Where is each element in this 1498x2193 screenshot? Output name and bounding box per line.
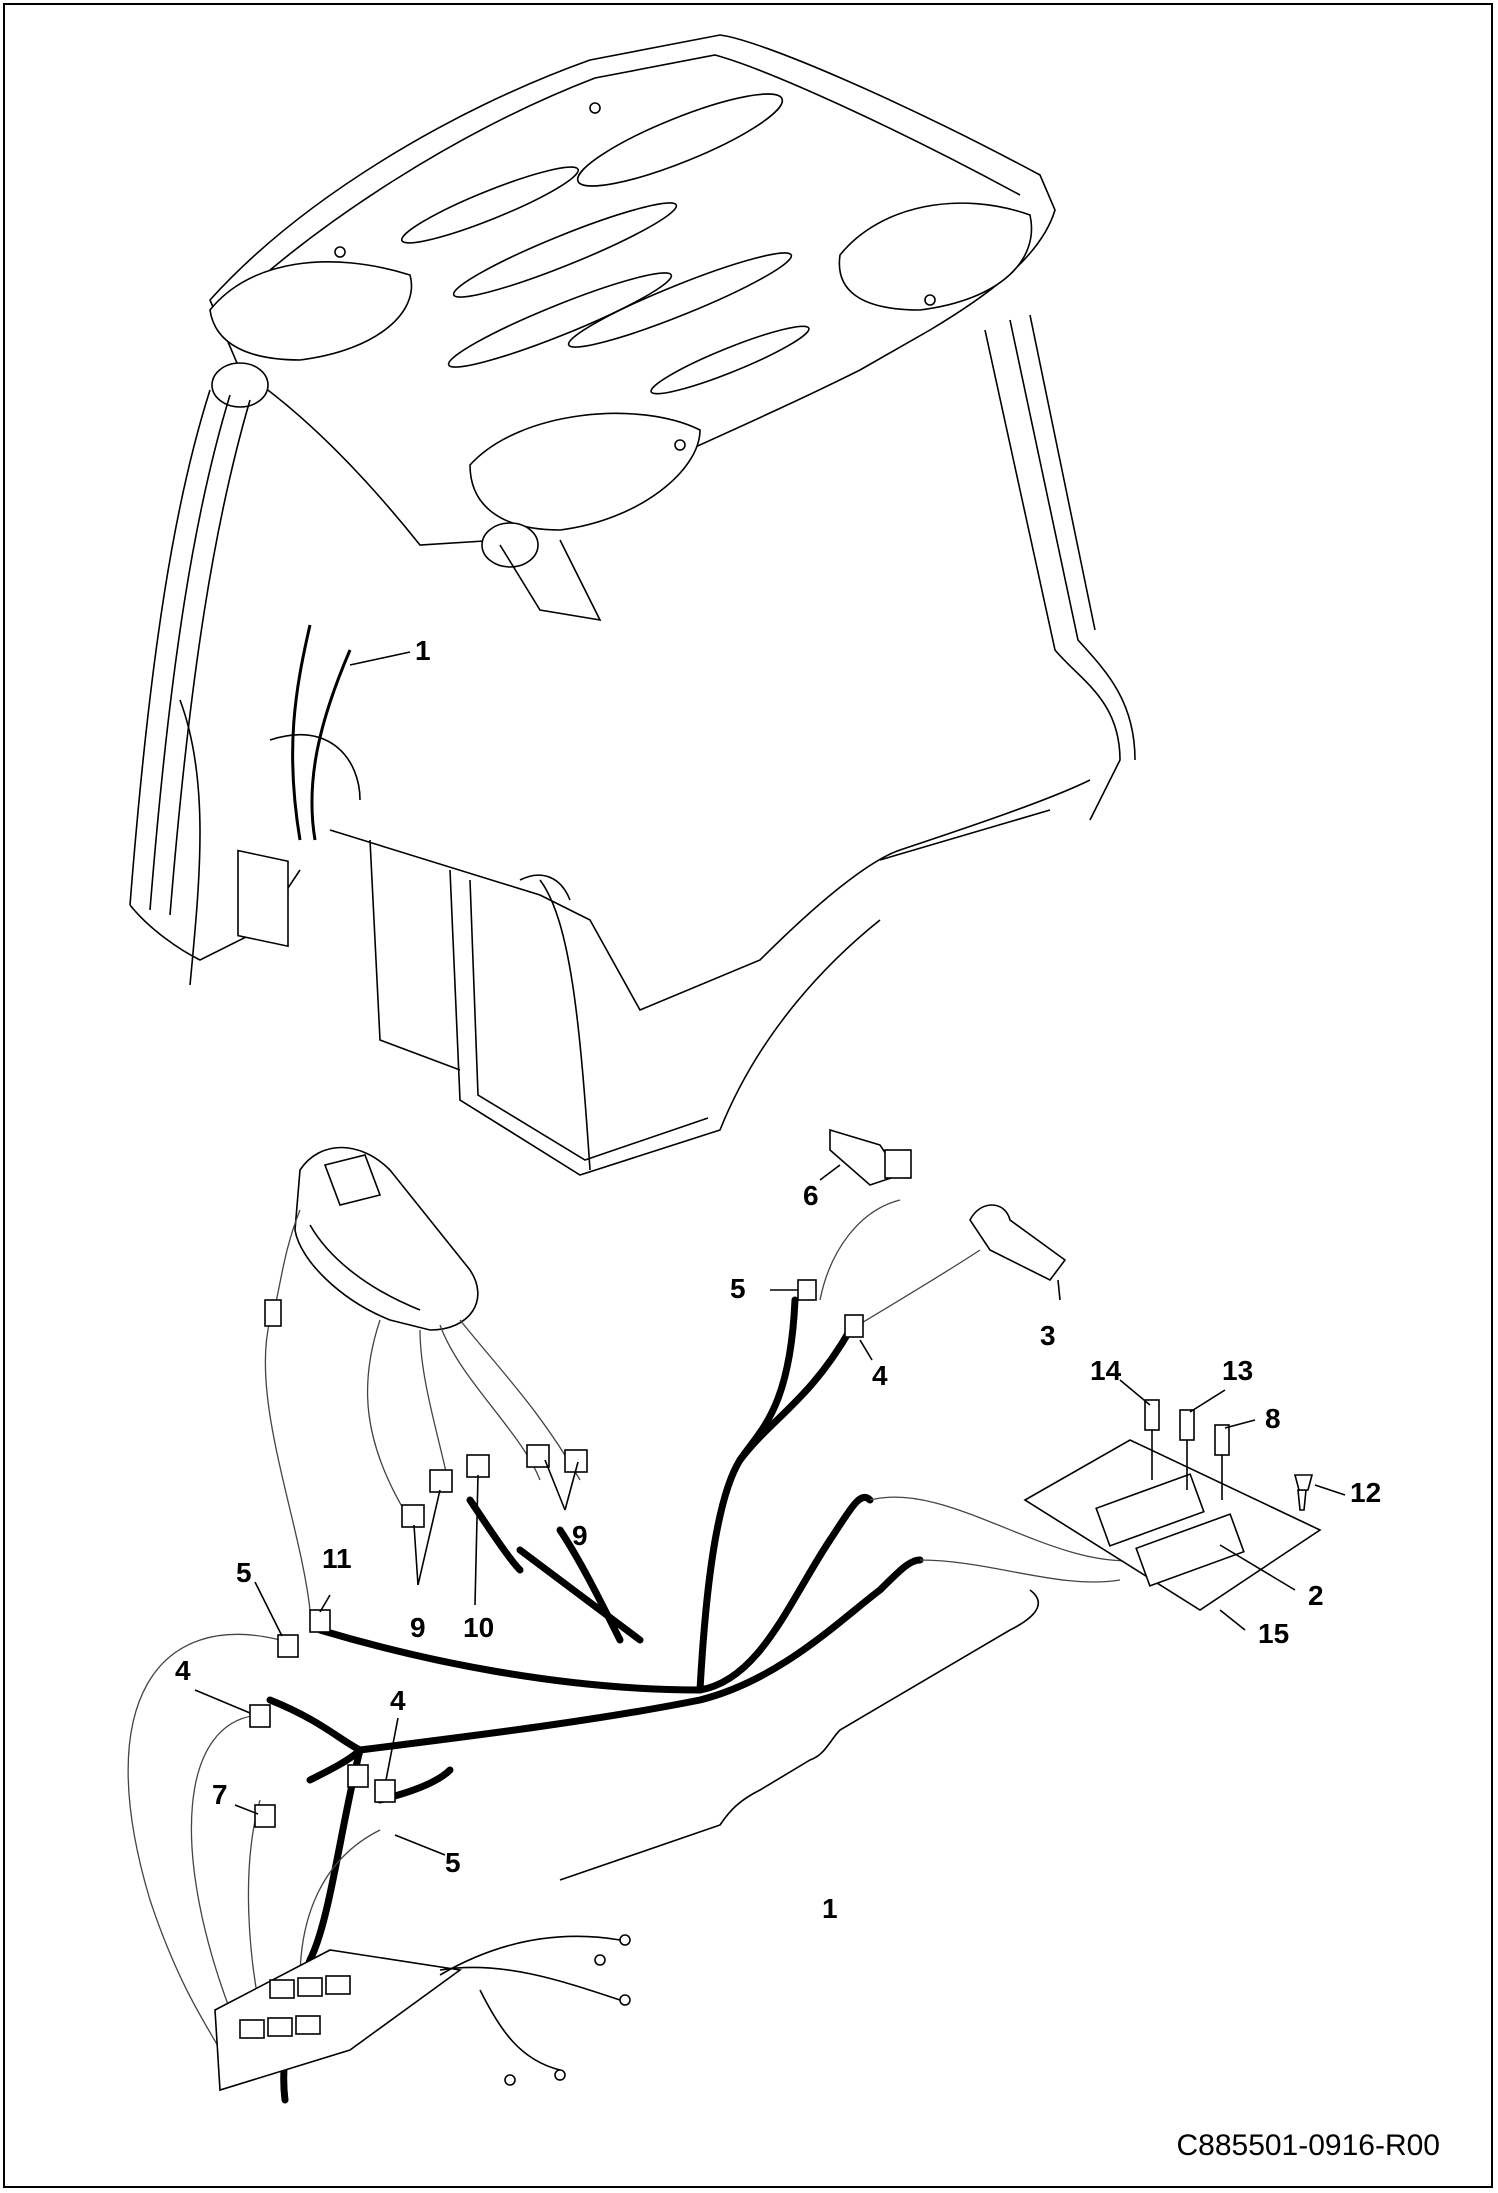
callout-9-right: 9 [572, 1520, 588, 1551]
sensor-3 [969, 1204, 1067, 1282]
cab-roof [129, 34, 1136, 1176]
callout-4-right: 4 [872, 1360, 888, 1391]
leader-lines [194, 1164, 1346, 1856]
harness-1-bracket [559, 1589, 1039, 1881]
callout-11: 11 [322, 1543, 352, 1574]
callout-12: 12 [1350, 1477, 1381, 1508]
callout-10: 10 [463, 1612, 494, 1643]
callout-5-lower: 5 [445, 1847, 461, 1878]
relay-fuse-panel [1023, 1399, 1322, 1611]
callout-4-left: 4 [175, 1655, 191, 1686]
thin-wires [127, 1199, 1141, 2051]
callout-14: 14 [1090, 1355, 1122, 1386]
callouts: 1 1 2 3 4 4 4 5 5 5 6 7 8 9 9 10 11 12 1… [175, 635, 1381, 1924]
callout-3: 3 [1040, 1320, 1056, 1351]
callout-8: 8 [1265, 1403, 1281, 1434]
lower-fuse-panel [214, 1934, 631, 2092]
callout-13: 13 [1222, 1355, 1253, 1386]
callout-1-lower: 1 [822, 1893, 838, 1924]
screw-12 [1293, 1474, 1314, 1491]
figure-id: C885501-0916-R00 [1176, 2129, 1440, 2162]
control-grip [294, 1146, 479, 1331]
callout-5-upper: 5 [730, 1273, 746, 1304]
upper-harness-1 [291, 624, 411, 841]
callout-2: 2 [1308, 1580, 1324, 1611]
main-harness [266, 1296, 924, 2104]
callout-9-left: 9 [410, 1612, 426, 1643]
callout-15: 15 [1258, 1618, 1289, 1649]
callout-5-left: 5 [236, 1557, 252, 1588]
callout-4-middle: 4 [390, 1685, 406, 1716]
sensor-6 [829, 1128, 912, 1186]
callout-1-upper: 1 [415, 635, 431, 666]
callout-7: 7 [212, 1779, 228, 1810]
callout-6: 6 [803, 1180, 819, 1211]
